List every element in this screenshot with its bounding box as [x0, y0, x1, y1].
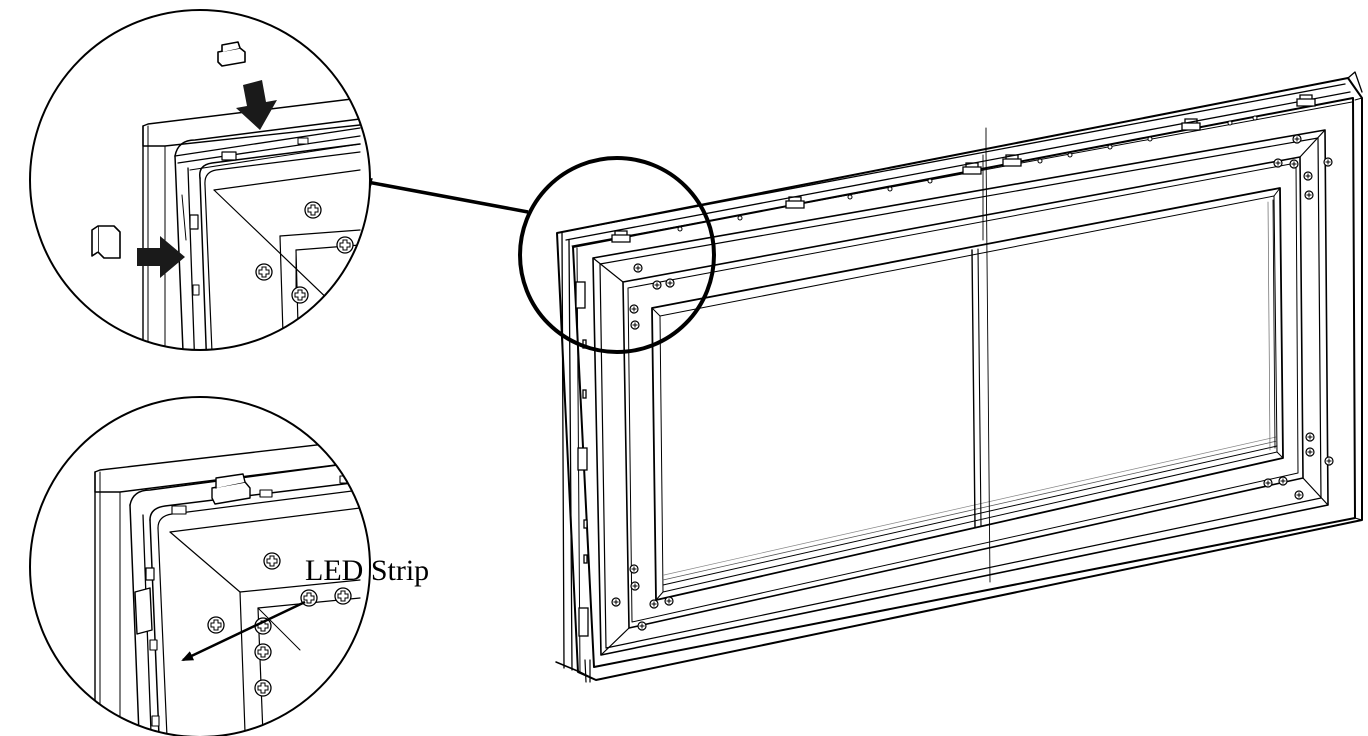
bottom-detail-view: [29, 396, 371, 736]
frame-side-clips: [575, 281, 589, 637]
top-detail-view: [29, 9, 371, 351]
push-right-arrow-icon: [137, 236, 185, 278]
main-frame: [555, 71, 1363, 683]
clip-top-icon: [217, 41, 246, 67]
detail-leader-arrow: [360, 177, 529, 214]
push-down-arrow-icon: [236, 80, 277, 130]
detail-highlight-circle: [518, 156, 716, 354]
frame-top-rivets: [677, 115, 1258, 232]
led-strip-leader-arrow: [181, 600, 306, 662]
clip-side-icon: [91, 225, 121, 259]
led-strip-label: LED Strip: [305, 554, 429, 587]
